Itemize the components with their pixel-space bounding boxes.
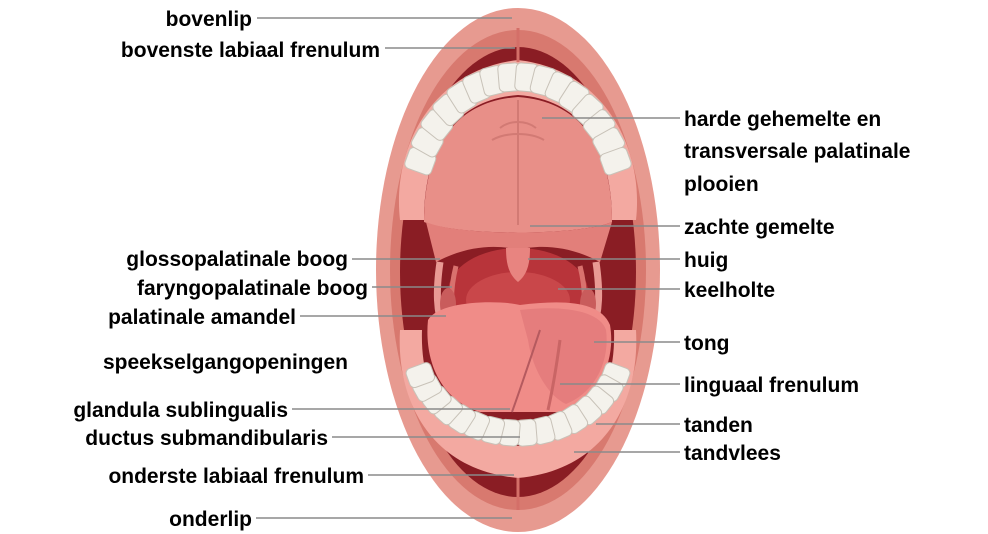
label-zachte-gemelte: zachte gemelte: [684, 216, 835, 239]
left-labels: bovenlip bovenste labiaal frenulum gloss…: [73, 8, 380, 531]
label-bovenste-labiaal-frenulum: bovenste labiaal frenulum: [121, 39, 380, 62]
label-tong: tong: [684, 332, 729, 355]
label-palatinale-amandel: palatinale amandel: [108, 306, 296, 329]
label-harde-gehemelte-line1: harde gehemelte en: [684, 108, 881, 131]
label-glossopalatinale-boog: glossopalatinale boog: [126, 248, 348, 271]
label-tanden: tanden: [684, 414, 753, 437]
label-harde-gehemelte-line3: plooien: [684, 173, 759, 196]
label-speekselgangopeningen: speekselgangopeningen: [103, 351, 348, 374]
label-bovenlip: bovenlip: [166, 8, 252, 31]
label-huig: huig: [684, 249, 728, 272]
label-faryngopalatinale-boog: faryngopalatinale boog: [137, 277, 368, 300]
label-tandvlees: tandvlees: [684, 442, 781, 465]
label-harde-gehemelte-line2: transversale palatinale: [684, 140, 910, 163]
mouth-illustration: [376, 8, 660, 532]
label-onderste-labiaal-frenulum: onderste labiaal frenulum: [108, 465, 364, 488]
label-glandula-sublingualis: glandula sublingualis: [73, 399, 288, 422]
label-ductus-submandibularis: ductus submandibularis: [85, 427, 328, 450]
label-linguaal-frenulum: linguaal frenulum: [684, 374, 859, 397]
right-labels: harde gehemelte en transversale palatina…: [684, 108, 910, 465]
label-onderlip: onderlip: [169, 508, 252, 531]
label-keelholte: keelholte: [684, 279, 775, 302]
